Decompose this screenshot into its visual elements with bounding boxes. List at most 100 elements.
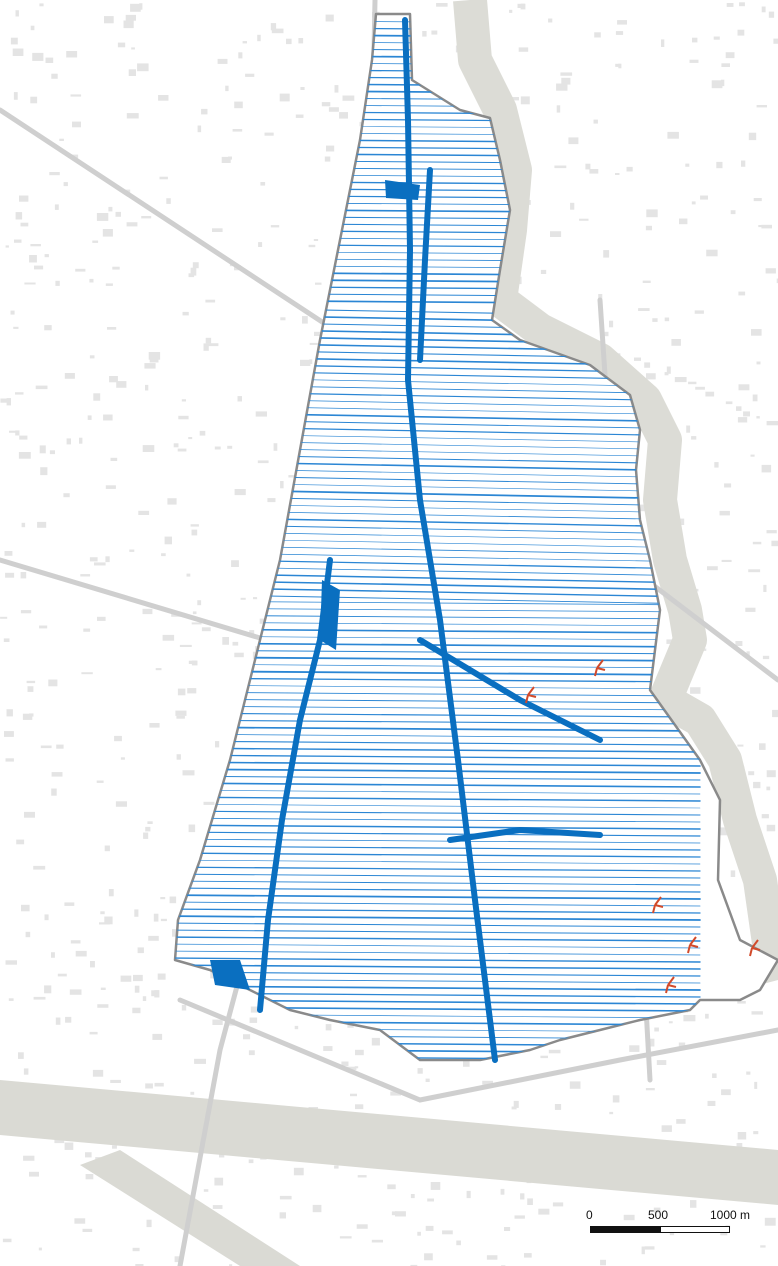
building — [719, 510, 730, 516]
building — [181, 399, 186, 402]
building — [66, 51, 78, 58]
building — [680, 518, 685, 525]
building — [85, 1152, 92, 1158]
ditch — [175, 971, 701, 977]
ditch — [175, 775, 701, 781]
building — [197, 600, 202, 606]
building — [683, 1015, 696, 1022]
building — [756, 105, 767, 108]
pump-icon — [665, 976, 677, 994]
building — [92, 1069, 104, 1077]
building — [132, 1007, 141, 1014]
ditch — [175, 887, 701, 893]
building — [166, 198, 171, 204]
building — [51, 952, 55, 958]
building — [64, 373, 75, 379]
building — [159, 176, 168, 180]
building — [738, 384, 750, 391]
ditch — [175, 873, 701, 879]
building — [741, 160, 746, 167]
building — [395, 1211, 406, 1217]
building — [721, 63, 730, 67]
building — [691, 436, 697, 440]
building — [725, 401, 733, 405]
building — [753, 1131, 759, 1135]
building — [145, 384, 149, 391]
building — [750, 454, 755, 457]
ditch — [175, 796, 701, 802]
building — [298, 38, 304, 44]
building — [44, 254, 49, 258]
ditch — [175, 75, 701, 81]
building — [238, 52, 243, 59]
building — [737, 417, 748, 423]
building — [4, 551, 13, 556]
building — [766, 824, 776, 832]
building — [105, 283, 113, 286]
building — [3, 638, 10, 642]
ditch — [175, 726, 701, 732]
building — [617, 20, 627, 25]
building — [615, 31, 624, 35]
building — [308, 244, 316, 248]
building — [102, 229, 113, 237]
building — [21, 522, 26, 528]
building — [117, 42, 126, 48]
ditch — [175, 831, 701, 837]
building — [548, 18, 553, 23]
building — [5, 758, 14, 762]
building — [137, 63, 149, 72]
building — [44, 985, 52, 994]
ditch — [175, 719, 701, 725]
building — [486, 1255, 498, 1260]
building — [650, 1038, 655, 1047]
building — [30, 244, 41, 247]
building — [231, 560, 239, 567]
building — [131, 47, 135, 50]
ditch — [175, 978, 701, 984]
building — [64, 1142, 74, 1150]
river — [453, 0, 778, 985]
building — [177, 448, 187, 452]
building — [92, 240, 99, 243]
building — [425, 1225, 434, 1231]
building — [466, 1190, 471, 1199]
building — [689, 59, 699, 63]
building — [267, 498, 276, 503]
building — [548, 1049, 561, 1054]
building — [326, 145, 335, 152]
ditch — [175, 733, 701, 739]
building — [527, 1198, 533, 1205]
building — [739, 2, 745, 7]
building — [217, 58, 228, 64]
building — [34, 265, 44, 270]
building — [712, 1073, 717, 1078]
building — [517, 3, 525, 8]
ditch — [175, 705, 701, 711]
building — [638, 308, 650, 311]
building — [222, 637, 229, 645]
building — [686, 425, 691, 433]
building — [23, 1068, 29, 1075]
building — [155, 668, 162, 671]
building — [15, 10, 19, 17]
building — [253, 597, 258, 600]
building — [705, 391, 715, 397]
building — [21, 904, 30, 912]
building — [748, 132, 757, 141]
building — [652, 318, 658, 322]
building — [110, 457, 118, 461]
building — [20, 222, 29, 227]
building — [145, 1083, 153, 1089]
building — [753, 781, 761, 789]
ditch — [175, 698, 701, 704]
building — [19, 195, 29, 202]
building — [191, 660, 198, 666]
building — [243, 1034, 251, 1040]
scale-label-500: 500 — [648, 1208, 669, 1222]
ditch — [175, 761, 701, 767]
water-bodies — [210, 180, 420, 990]
building — [761, 464, 772, 473]
building — [615, 63, 621, 67]
building — [59, 138, 64, 141]
